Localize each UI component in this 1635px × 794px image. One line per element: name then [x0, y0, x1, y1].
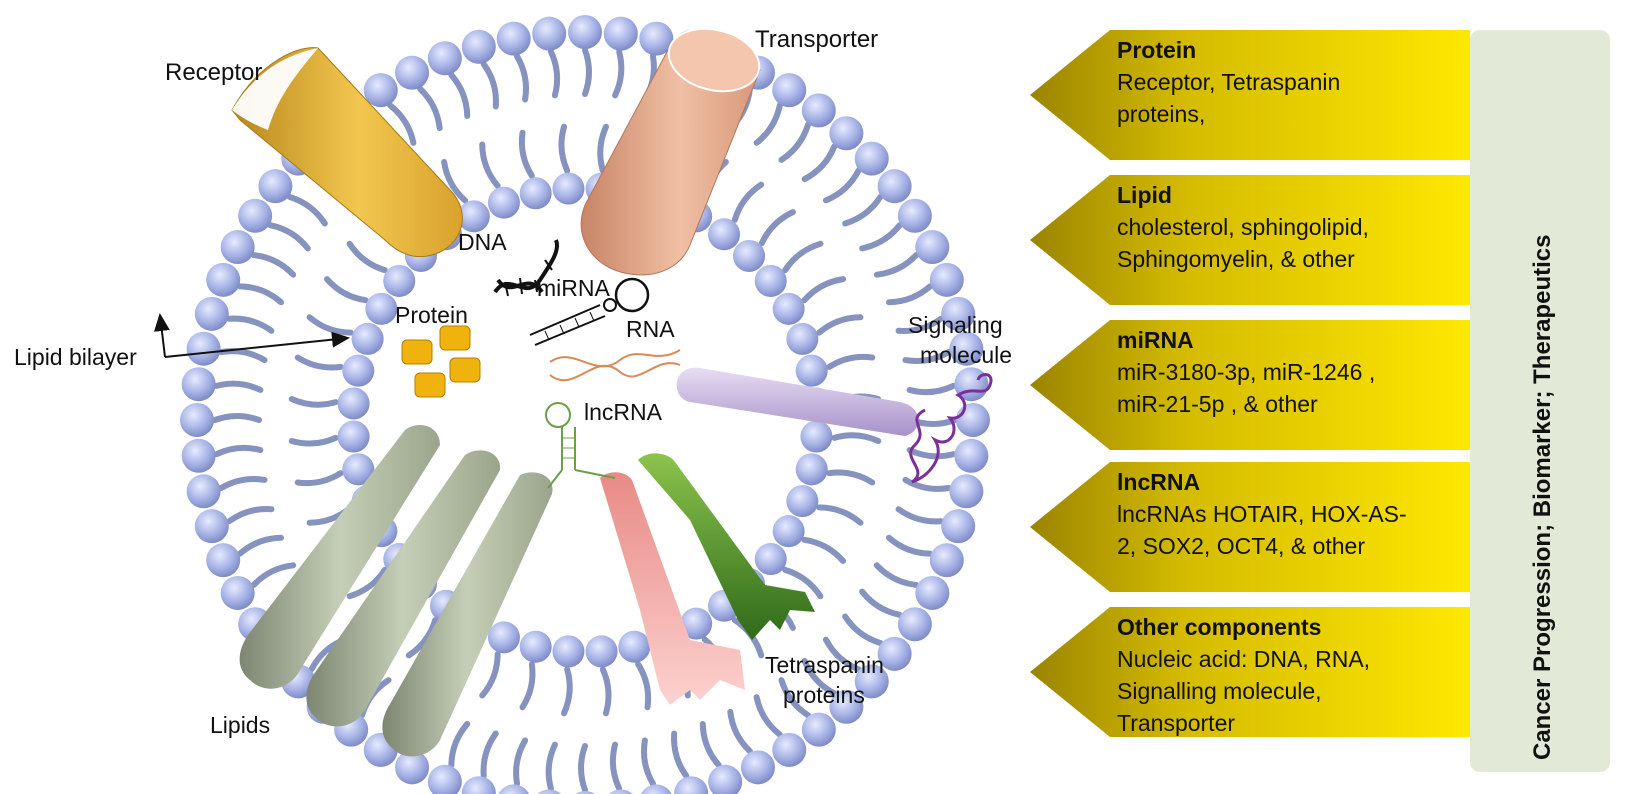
- panel-line: miR-21-5p , & other: [1117, 391, 1318, 417]
- lncrna-icon: [545, 402, 616, 489]
- panel-title: lncRNA: [1117, 469, 1200, 495]
- panel-line: Transporter: [1117, 710, 1235, 736]
- protein-label: Protein: [395, 302, 468, 328]
- panel-title: Lipid: [1117, 182, 1172, 208]
- mirna-label: miRNA: [537, 275, 610, 301]
- component-panel: miRNA miR-3180-3p, miR-1246 , miR-21-5p , …: [1030, 320, 1470, 450]
- dna-label: DNA: [458, 229, 507, 255]
- lipid-rods: [239, 425, 553, 757]
- signaling-label-line2: molecule: [920, 342, 1012, 368]
- component-panel: Lipid cholesterol, sphingolipid, Sphingomy…: [1030, 175, 1470, 305]
- panel-line: Sphingomyelin, & other: [1117, 246, 1355, 272]
- tetraspanin-proteins: [600, 453, 815, 705]
- tetraspanin-label-line2: proteins: [783, 682, 865, 708]
- panel-title: Other components: [1117, 614, 1321, 640]
- component-panel: lncRNA lncRNAs HOTAIR, HOX-AS- 2, SOX2, OC…: [1030, 462, 1470, 592]
- lipids-label: Lipids: [210, 712, 270, 738]
- receptor-protein: [231, 47, 463, 258]
- mirna-icon: [529, 277, 650, 346]
- outcome-sidebar: Cancer Progression; Biomarker; Therapeut…: [1470, 30, 1610, 772]
- panel-line: miR-3180-3p, miR-1246 ,: [1117, 359, 1375, 385]
- protein-cluster: [401, 325, 481, 398]
- panel-line: Receptor, Tetraspanin: [1117, 69, 1340, 95]
- panel-title: Protein: [1117, 37, 1196, 63]
- signaling-label-line1: Signaling: [908, 312, 1003, 338]
- panel-title: miRNA: [1117, 327, 1194, 353]
- panel-line: Nucleic acid: DNA, RNA,: [1117, 646, 1370, 672]
- dna-icon: [493, 239, 559, 297]
- panel-line: lncRNAs HOTAIR, HOX-AS-: [1117, 501, 1407, 527]
- panel-line: 2, SOX2, OCT4, & other: [1117, 533, 1365, 559]
- transporter-label: Transporter: [755, 26, 878, 53]
- panel-line: proteins,: [1117, 101, 1205, 127]
- rna-label: RNA: [626, 316, 675, 342]
- lncrna-label: lncRNA: [584, 399, 663, 425]
- signaling-molecule: [676, 367, 993, 484]
- panel-line: Signalling molecule,: [1117, 678, 1322, 704]
- tetraspanin-label-line1: Tetraspanin: [765, 652, 884, 678]
- lipid-bilayer-pointer: [153, 313, 350, 358]
- rna-icon: [549, 349, 681, 382]
- receptor-label: Receptor: [165, 59, 262, 86]
- outcome-sidebar-label: Cancer Progression; Biomarker; Therapeut…: [1529, 234, 1556, 760]
- diagram-labels: Receptor Transporter DNA miRNA Protein R…: [14, 26, 1012, 738]
- lipid-bilayer-label: Lipid bilayer: [14, 344, 137, 370]
- transporter-protein: [580, 27, 761, 276]
- panel-line: cholesterol, sphingolipid,: [1117, 214, 1369, 240]
